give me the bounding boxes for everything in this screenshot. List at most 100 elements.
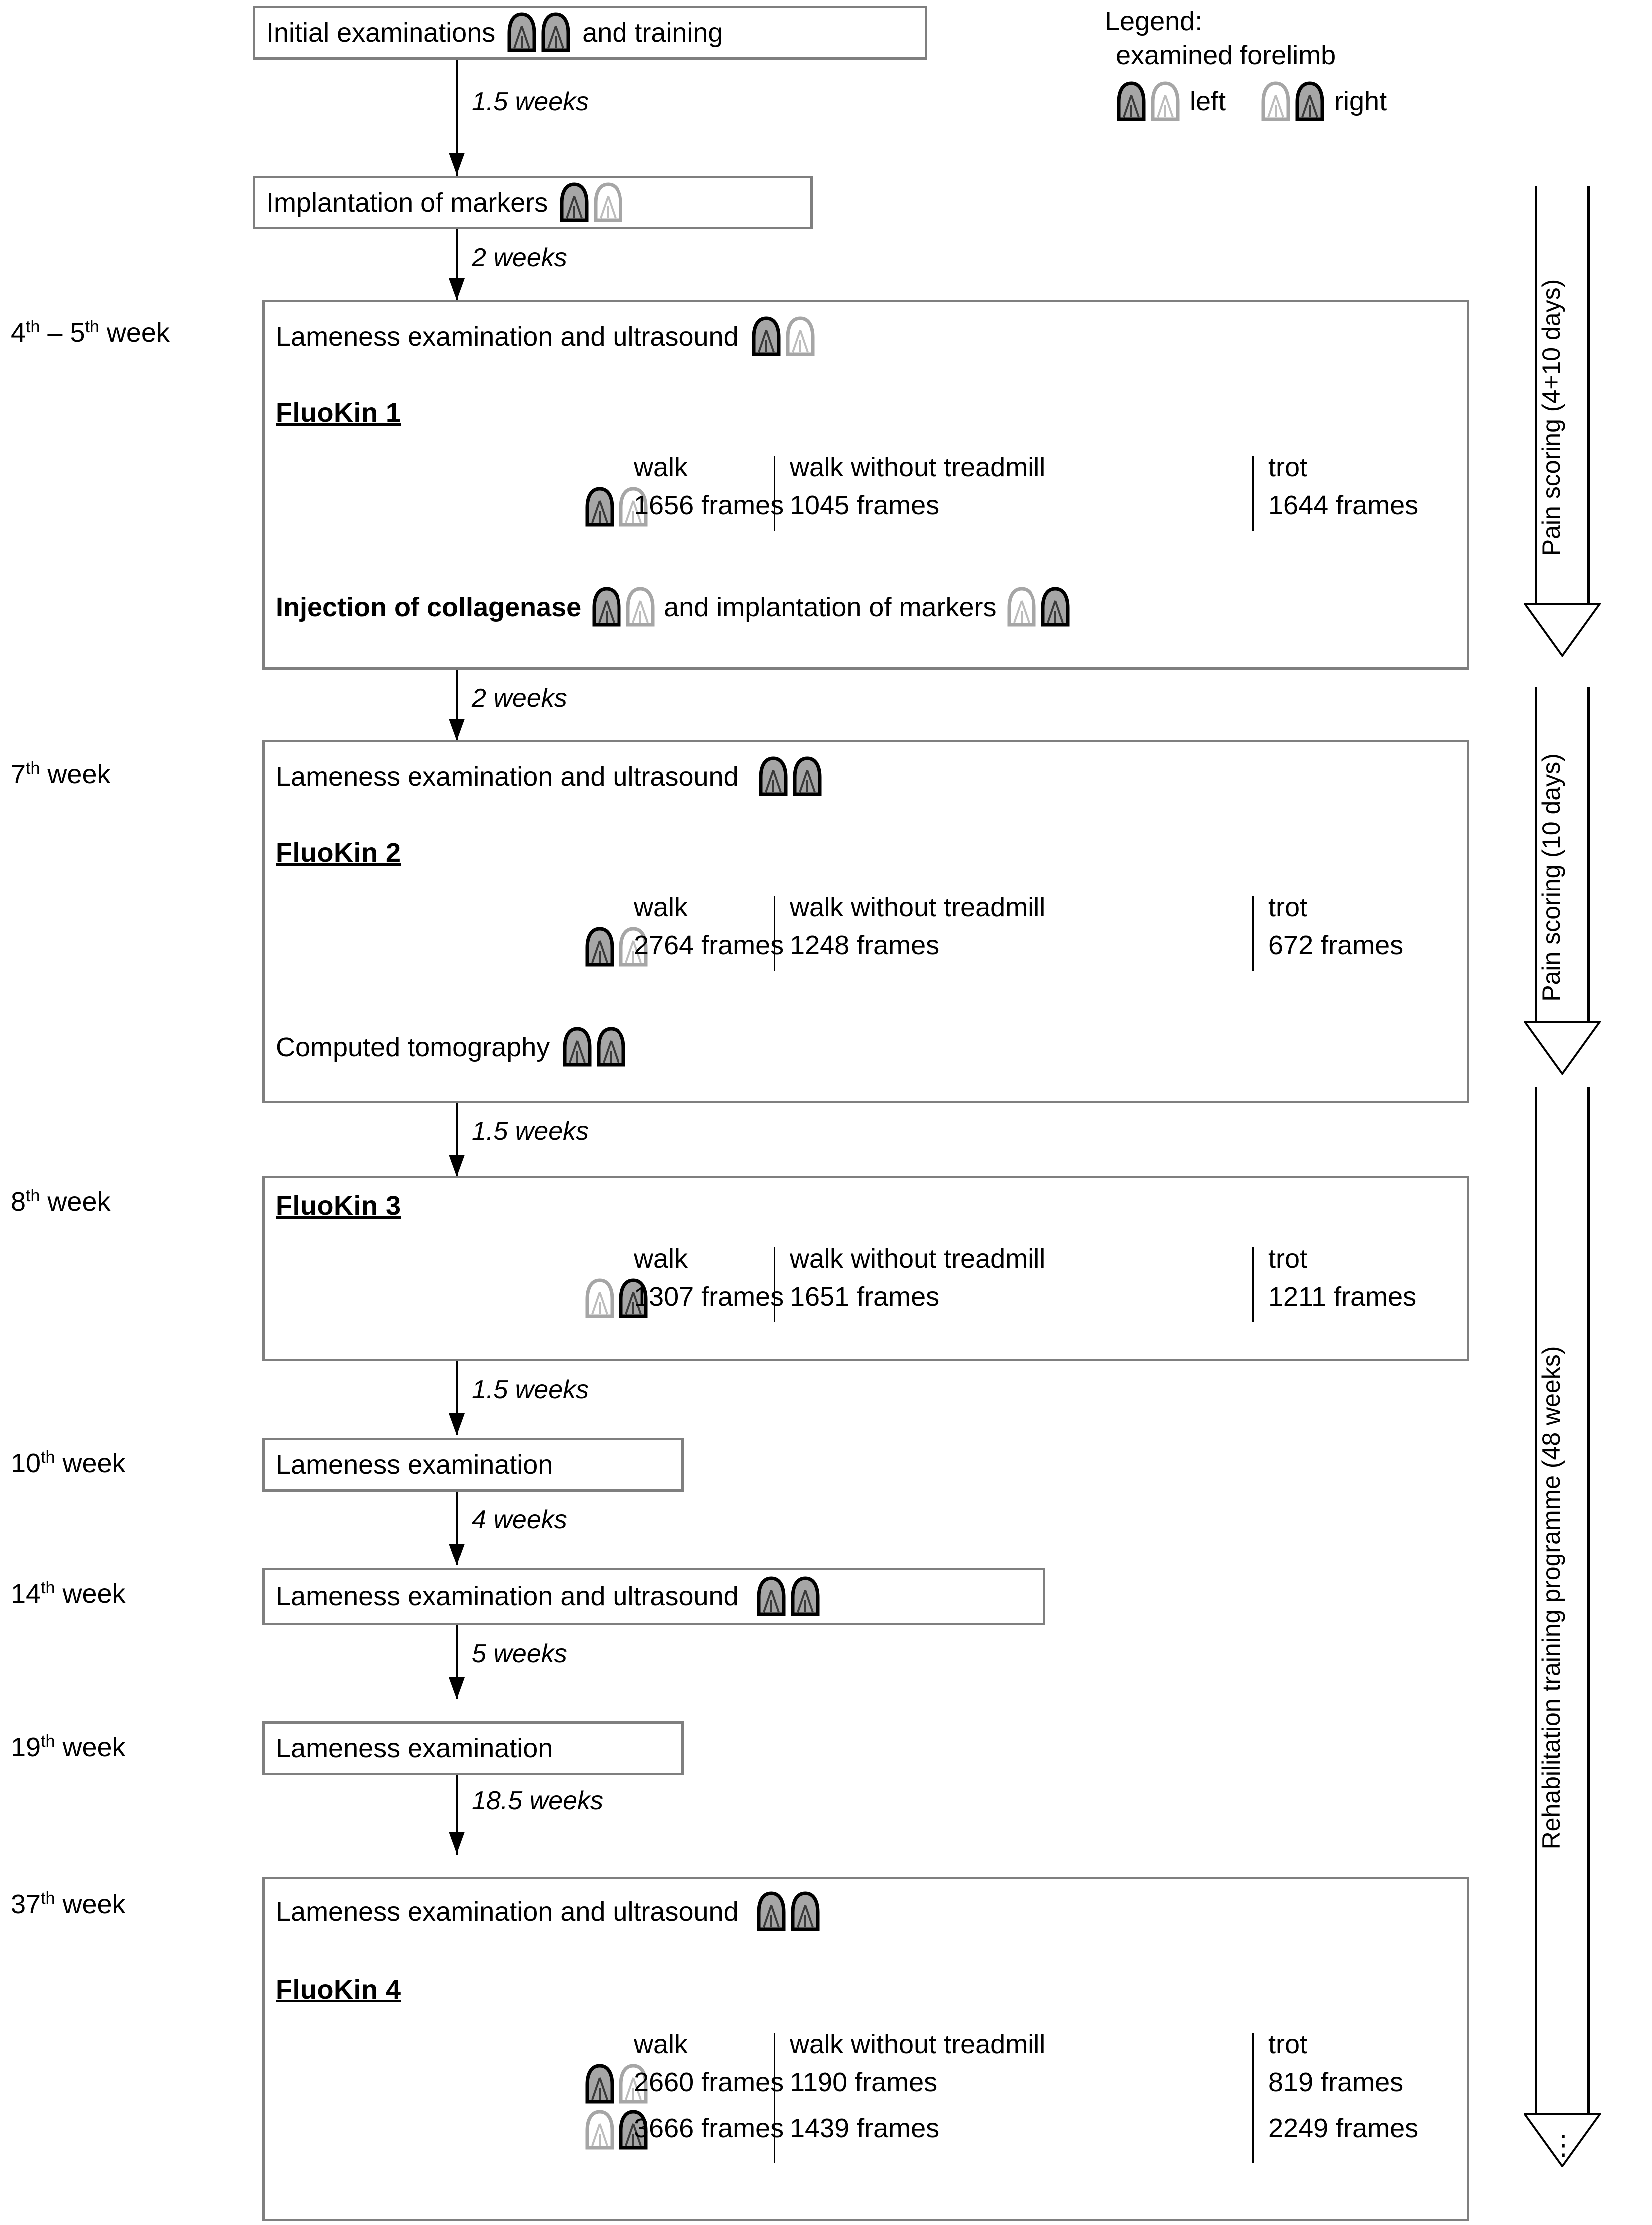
hoof-icon-right-filled xyxy=(790,1576,821,1617)
connector-7 xyxy=(456,1625,458,1699)
side-arrow-shaft xyxy=(1535,687,1590,1023)
arrowhead-7 xyxy=(449,1677,465,1699)
week14-title-row: Lameness examination and ultrasound xyxy=(265,1570,1043,1623)
gait-table-fluokin-1: walk walk without treadmill trot 1656 fr… xyxy=(265,452,1467,537)
hoof-icon-left-filled xyxy=(1116,81,1147,122)
side-arrow-head xyxy=(1524,2113,1601,2167)
node-week8[interactable]: FluoKin 3 walk walk without treadmill tr… xyxy=(262,1176,1469,1361)
node-week4-5[interactable]: Lameness examination and ultrasound Fluo… xyxy=(262,300,1469,670)
duration-1: 1.5 weeks xyxy=(472,87,589,116)
gait-separator-1 xyxy=(774,2033,775,2163)
week-label-4-5: 4th – 5th week xyxy=(11,317,170,348)
gait-row xyxy=(584,1278,649,1319)
hoof-icon-right-filled xyxy=(618,2110,649,2151)
gait-row xyxy=(584,927,649,968)
hoof-icon-left-empty xyxy=(1260,81,1291,122)
hoof-icon-right-filled xyxy=(596,1027,626,1068)
side-arrow-rehab-programme: Rehabilitation training programme (48 we… xyxy=(1524,1087,1601,2219)
side-arrow-head xyxy=(1524,603,1601,657)
computed-tomography-row: Computed tomography xyxy=(276,1027,626,1068)
hoof-icon-left-filled xyxy=(562,1027,593,1068)
gait-separator-2 xyxy=(1252,1247,1254,1322)
hoof-icon-left-filled xyxy=(559,182,590,223)
gait-value-walk-no-tm: 1045 frames xyxy=(790,490,940,520)
legend-left-label: left xyxy=(1190,86,1226,117)
hoof-icon-right-filled xyxy=(792,756,823,797)
duration-6: 4 weeks xyxy=(472,1505,567,1534)
hoof-icon-left-filled xyxy=(584,2064,615,2105)
node-implantation-text: Implantation of markers xyxy=(266,187,548,218)
side-arrow-label: Pain scoring (10 days) xyxy=(1537,753,1565,1002)
gait-header-walk: walk xyxy=(634,2029,688,2059)
duration-7: 5 weeks xyxy=(472,1639,567,1668)
node-initial-text-before: Initial examinations xyxy=(266,17,496,48)
week-label-19: 19th week xyxy=(11,1732,126,1762)
week10-title-row: Lameness examination xyxy=(265,1440,681,1489)
node-implantation-of-markers[interactable]: Implantation of markers xyxy=(253,176,813,229)
continuation-ellipsis-icon: ⋮ xyxy=(1550,2130,1578,2160)
gait-value-walk: 1307 frames xyxy=(634,1282,784,1312)
gait-separator-1 xyxy=(774,456,775,531)
gait-header-trot: trot xyxy=(1268,892,1308,922)
hoof-icon-left-filled xyxy=(591,587,622,628)
week4-5-footer-row: Injection of collagenase and implantatio… xyxy=(276,587,1071,628)
gait-table-fluokin-3: walk walk without treadmill trot 1307 fr… xyxy=(265,1243,1467,1328)
hoof-icon-left-filled xyxy=(506,12,537,53)
gait-header-walk-no-tm: walk without treadmill xyxy=(790,2029,1046,2059)
gait-value-walk: 2660 frames xyxy=(634,2067,784,2097)
injection-of-collagenase-label: Injection of collagenase xyxy=(276,592,582,622)
hoof-icon-left-filled xyxy=(758,756,789,797)
gait-value-walk-no-tm: 1439 frames xyxy=(790,2113,940,2143)
hoof-icon-right-filled xyxy=(618,1278,649,1319)
node-week14[interactable]: Lameness examination and ultrasound xyxy=(262,1568,1045,1625)
hoof-icon-right-empty xyxy=(593,182,623,223)
gait-value-trot: 672 frames xyxy=(1268,930,1404,960)
gait-table-fluokin-4: walk walk without treadmill trot 2660 fr… xyxy=(265,2029,1467,2169)
hoof-icon-left-filled xyxy=(756,1576,787,1617)
hoof-icon-right-empty xyxy=(1150,81,1181,122)
gait-header-walk: walk xyxy=(634,1244,688,1274)
week19-title-row: Lameness examination xyxy=(265,1724,681,1773)
connector-5 xyxy=(456,1361,458,1435)
week14-title: Lameness examination and ultrasound xyxy=(276,1581,739,1612)
hoof-icon-right-filled xyxy=(1040,587,1071,628)
side-arrow-pain-scoring-2: Pain scoring (10 days) xyxy=(1524,687,1601,1075)
hoof-icon-left-filled xyxy=(756,1891,787,1932)
gait-value-walk: 2764 frames xyxy=(634,930,784,960)
node-initial-row: Initial examinations and training xyxy=(255,8,925,57)
legend: Legend: examined forelimb left right xyxy=(1105,5,1387,122)
legend-right-label: right xyxy=(1334,86,1387,117)
gait-row xyxy=(584,2110,649,2151)
gait-header-trot: trot xyxy=(1268,2029,1308,2059)
fluokin-3-label: FluoKin 3 xyxy=(276,1191,401,1221)
gait-value-trot: 2249 frames xyxy=(1268,2113,1419,2143)
duration-4: 1.5 weeks xyxy=(472,1117,589,1146)
gait-separator-1 xyxy=(774,1247,775,1322)
gait-value-walk: 1656 frames xyxy=(634,490,784,520)
hoof-icon-right-filled xyxy=(790,1891,821,1932)
side-arrow-pain-scoring-1: Pain scoring (4+10 days) xyxy=(1524,186,1601,657)
arrowhead-8 xyxy=(449,1832,465,1854)
legend-subtitle: examined forelimb xyxy=(1116,40,1336,70)
gait-header-walk: walk xyxy=(634,452,688,482)
hoof-icon-left-empty xyxy=(584,2110,615,2151)
connector-2 xyxy=(456,229,458,300)
duration-2: 2 weeks xyxy=(472,243,567,272)
week4-5-title: Lameness examination and ultrasound xyxy=(276,321,739,352)
node-week19[interactable]: Lameness examination xyxy=(262,1721,684,1775)
node-week7[interactable]: Lameness examination and ultrasound Fluo… xyxy=(262,740,1469,1103)
gait-separator-2 xyxy=(1252,456,1254,531)
gait-table-fluokin-2: walk walk without treadmill trot 2764 fr… xyxy=(265,892,1467,977)
hoof-icon-right-filled xyxy=(1294,81,1325,122)
node-week10[interactable]: Lameness examination xyxy=(262,1438,684,1492)
gait-header-walk: walk xyxy=(634,892,688,922)
node-initial-examinations[interactable]: Initial examinations and training xyxy=(253,6,927,60)
gait-header-walk-no-tm: walk without treadmill xyxy=(790,452,1046,482)
node-week37[interactable]: Lameness examination and ultrasound Fluo… xyxy=(262,1877,1469,2221)
hoof-icon-right-empty xyxy=(785,316,816,357)
hoof-icon-right-filled xyxy=(540,12,571,53)
gait-header-walk-no-tm: walk without treadmill xyxy=(790,1244,1046,1274)
arrowhead-3 xyxy=(449,719,465,741)
connector-1 xyxy=(456,60,458,180)
node-initial-text-after: and training xyxy=(582,17,723,48)
